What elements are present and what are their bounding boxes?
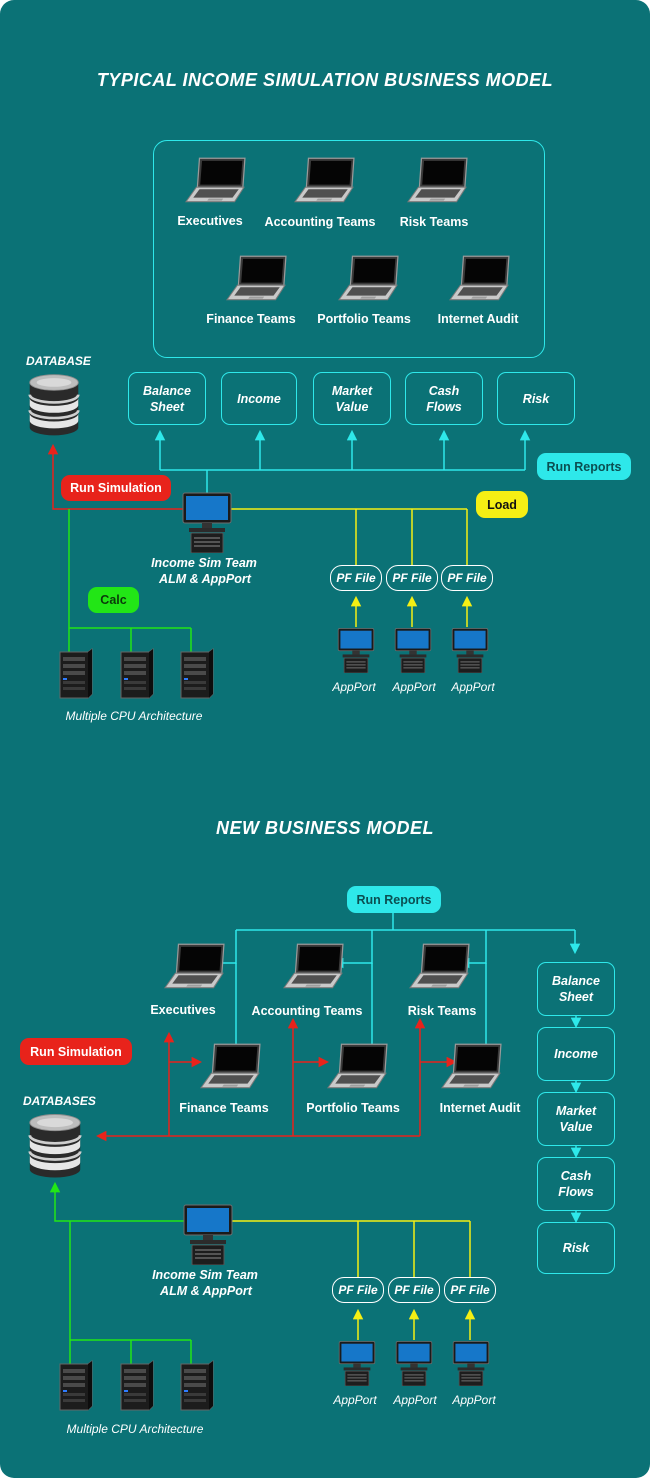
top-pf-file-1: PF File [330, 565, 382, 591]
top-run-reports-button[interactable]: Run Reports [537, 453, 631, 480]
bottom-user-executives: Executives [150, 1003, 216, 1017]
bottom-team-line1: Income Sim Team [152, 1268, 258, 1282]
bottom-user-portfolio-teams: Portfolio Teams [306, 1101, 400, 1115]
bottom-appport-2: AppPort [393, 1393, 437, 1407]
server-tower-icon [58, 1360, 94, 1412]
bottom-user-internet-audit: Internet Audit [439, 1101, 521, 1115]
laptop-icon [449, 254, 511, 302]
database-icon [28, 372, 80, 438]
top-appport-1: AppPort [332, 680, 376, 694]
bottom-pf-file-1: PF File [332, 1277, 384, 1303]
desktop-computer-icon [182, 1203, 234, 1265]
top-users-box [153, 140, 545, 358]
bottom-run-simulation-button[interactable]: Run Simulation [20, 1038, 132, 1065]
server-tower-icon [179, 648, 215, 700]
desktop-computer-icon [393, 627, 433, 673]
server-tower-icon [58, 648, 94, 700]
top-run-simulation-button[interactable]: Run Simulation [61, 475, 171, 501]
bottom-user-risk-teams: Risk Teams [407, 1004, 477, 1018]
top-load-lines [211, 503, 473, 627]
server-tower-icon [179, 1360, 215, 1412]
laptop-icon [327, 1042, 389, 1090]
top-user-portfolio-teams: Portfolio Teams [317, 312, 411, 326]
top-pf-file-2: PF File [386, 565, 438, 591]
bottom-database-label: DATABASES [23, 1094, 96, 1108]
top-load-button[interactable]: Load [476, 491, 528, 518]
desktop-computer-icon [181, 491, 233, 553]
laptop-icon [407, 156, 469, 204]
laptop-icon [338, 254, 400, 302]
database-icon [28, 1112, 82, 1180]
top-cpu-label: Multiple CPU Architecture [65, 709, 203, 723]
laptop-icon [294, 156, 356, 204]
bottom-team-line2: ALM & AppPort [160, 1284, 252, 1298]
bottom-report-income: Income [537, 1027, 615, 1081]
top-user-internet-audit: Internet Audit [437, 312, 519, 326]
bottom-user-finance-teams: Finance Teams [179, 1101, 269, 1115]
top-team-line1: Income Sim Team [151, 556, 257, 570]
top-user-executives: Executives [177, 214, 243, 228]
bottom-user-accounting-teams: Accounting Teams [251, 1004, 363, 1018]
bottom-simulation-lines [95, 1017, 458, 1142]
bottom-pf-file-2: PF File [388, 1277, 440, 1303]
desktop-computer-icon [450, 627, 490, 673]
desktop-computer-icon [451, 1340, 491, 1386]
server-tower-icon [119, 1360, 155, 1412]
bottom-title: NEW BUSINESS MODEL [215, 818, 434, 838]
top-pf-file-3: PF File [441, 565, 493, 591]
laptop-icon [226, 254, 288, 302]
bottom-report-risk: Risk [537, 1222, 615, 1274]
desktop-computer-icon [394, 1340, 434, 1386]
top-report-risk: Risk [497, 372, 575, 425]
bottom-run-reports-button[interactable]: Run Reports [347, 886, 441, 913]
laptop-icon [441, 1042, 503, 1090]
top-user-accounting-teams: Accounting Teams [264, 215, 376, 229]
bottom-cpu-label: Multiple CPU Architecture [66, 1422, 204, 1436]
top-calc-button[interactable]: Calc [88, 587, 139, 613]
laptop-icon [409, 942, 471, 990]
laptop-icon [200, 1042, 262, 1090]
bottom-load-lines [211, 1215, 476, 1340]
bottom-appport-3: AppPort [452, 1393, 496, 1407]
top-title: TYPICAL INCOME SIMULATION BUSINESS MODEL [96, 70, 554, 90]
top-report-income: Income [221, 372, 297, 425]
server-tower-icon [119, 648, 155, 700]
desktop-computer-icon [337, 1340, 377, 1386]
laptop-icon [283, 942, 345, 990]
desktop-computer-icon [336, 627, 376, 673]
top-team-line2: ALM & AppPort [159, 572, 251, 586]
top-report-lines [154, 429, 531, 508]
bottom-pf-file-3: PF File [444, 1277, 496, 1303]
top-appport-2: AppPort [392, 680, 436, 694]
laptop-icon [164, 942, 226, 990]
top-user-finance-teams: Finance Teams [206, 312, 296, 326]
bottom-calc-lines [49, 1181, 203, 1375]
top-database-label: DATABASE [26, 354, 91, 368]
top-simulation-line [47, 443, 203, 510]
top-appport-3: AppPort [451, 680, 495, 694]
bottom-appport-1: AppPort [333, 1393, 377, 1407]
laptop-icon [185, 156, 247, 204]
top-user-risk-teams: Risk Teams [399, 215, 469, 229]
